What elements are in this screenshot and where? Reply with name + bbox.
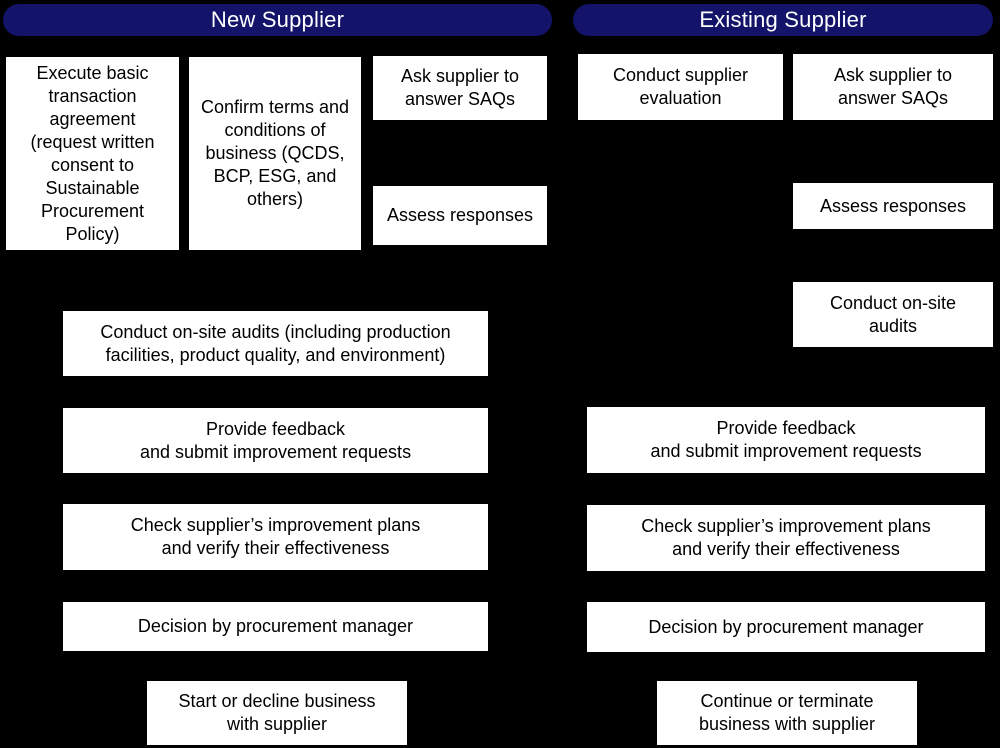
box-onsite-audits-existing: Conduct on-site audits xyxy=(793,282,993,347)
box-start-or-decline-business: Start or decline business with supplier xyxy=(147,681,407,745)
box-conduct-supplier-evaluation: Conduct supplier evaluation xyxy=(578,54,783,120)
box-ask-supplier-saqs-existing: Ask supplier to answer SAQs xyxy=(793,54,993,120)
box-check-improvement-plans-new: Check supplier’s improvement plans and v… xyxy=(63,504,488,570)
box-ask-supplier-saqs-new: Ask supplier to answer SAQs xyxy=(373,56,547,120)
box-continue-or-terminate-business: Continue or terminate business with supp… xyxy=(657,681,917,745)
box-check-improvement-plans-existing: Check supplier’s improvement plans and v… xyxy=(587,505,985,571)
box-execute-basic-agreement: Execute basic transaction agreement (req… xyxy=(6,57,179,250)
box-provide-feedback-new: Provide feedback and submit improvement … xyxy=(63,408,488,473)
box-assess-responses-new: Assess responses xyxy=(373,186,547,245)
new-supplier-header: New Supplier xyxy=(3,4,552,36)
box-decision-procurement-manager-existing: Decision by procurement manager xyxy=(587,602,985,652)
box-decision-procurement-manager-new: Decision by procurement manager xyxy=(63,602,488,651)
box-assess-responses-existing: Assess responses xyxy=(793,183,993,229)
box-confirm-terms-conditions: Confirm terms and conditions of business… xyxy=(189,57,361,250)
existing-supplier-header: Existing Supplier xyxy=(573,4,993,36)
box-onsite-audits-new: Conduct on-site audits (including produc… xyxy=(63,311,488,376)
box-provide-feedback-existing: Provide feedback and submit improvement … xyxy=(587,407,985,473)
